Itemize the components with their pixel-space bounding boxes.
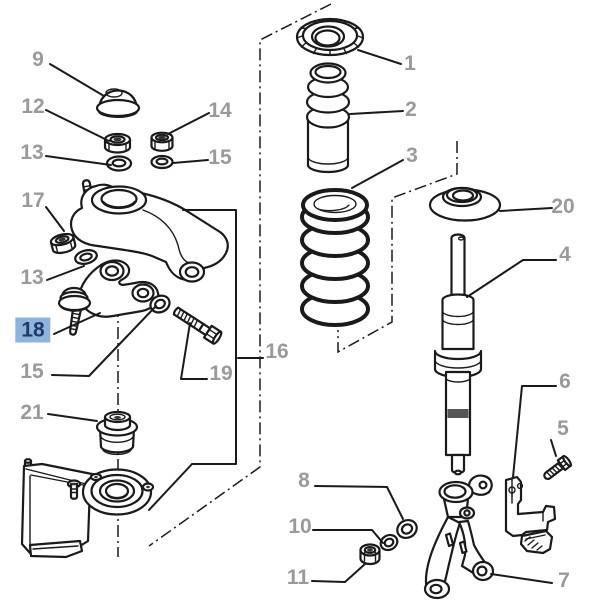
callout-18-highlighted[interactable]: 18 — [15, 317, 51, 343]
leader-3 — [351, 159, 404, 189]
leader-6 — [512, 385, 557, 478]
leader-12 — [45, 109, 110, 142]
leader-2 — [349, 110, 404, 115]
part-shock-absorber — [433, 233, 483, 476]
callout-20[interactable]: 20 — [551, 195, 575, 218]
part-nut-11 — [359, 543, 381, 566]
ball-joint-stud — [69, 307, 83, 336]
part-knuckle-fork — [423, 474, 495, 600]
part-spring-seat — [428, 186, 502, 222]
leader-15-upper — [172, 159, 209, 164]
part-lower-bracket — [20, 458, 155, 559]
part-washer-8 — [396, 518, 418, 540]
part-dust-boot — [305, 62, 351, 174]
callout-14[interactable]: 14 — [208, 99, 232, 122]
leader-4 — [466, 259, 557, 298]
callout-5[interactable]: 5 — [557, 417, 569, 440]
part-strut-mount — [69, 179, 229, 283]
part-control-arm — [57, 259, 160, 336]
callout-15-upper[interactable]: 15 — [208, 146, 232, 169]
leader-20 — [499, 207, 553, 212]
callout-15-lower[interactable]: 15 — [20, 360, 44, 383]
leader-10 — [312, 529, 384, 544]
part-rubber-cap — [95, 88, 141, 119]
leader-8 — [314, 485, 404, 520]
part-washer-13-upper — [105, 155, 133, 172]
part-bolt-19 — [172, 306, 223, 345]
leader-16-bracket — [148, 209, 237, 511]
leader-19 — [180, 322, 208, 380]
callout-13-lower[interactable]: 13 — [20, 266, 44, 289]
callout-6[interactable]: 6 — [559, 370, 571, 393]
leader-15-lower — [51, 305, 157, 377]
part-strut-bearing — [295, 17, 365, 57]
callout-16[interactable]: 16 — [265, 340, 289, 363]
leader-18 — [53, 312, 101, 335]
callout-17[interactable]: 17 — [21, 189, 45, 212]
leader-7 — [490, 573, 553, 584]
callout-1[interactable]: 1 — [404, 52, 416, 75]
callout-9[interactable]: 9 — [32, 48, 44, 71]
leader-13-upper — [45, 155, 112, 166]
leader-5 — [550, 439, 557, 457]
part-nut-14 — [150, 131, 174, 152]
callout-21[interactable]: 21 — [20, 401, 44, 424]
part-retaining-bracket — [504, 475, 557, 555]
leader-17 — [45, 206, 65, 232]
callout-13-upper[interactable]: 13 — [20, 141, 44, 164]
callout-19[interactable]: 19 — [209, 362, 233, 385]
leader-1 — [357, 49, 402, 65]
part-bushing-21 — [95, 410, 139, 456]
leader-14 — [167, 112, 210, 135]
part-washer-13-lower — [74, 249, 98, 265]
part-lock-washer-10 — [379, 533, 399, 552]
axis-lines — [117, 3, 458, 557]
part-washer-15-upper — [150, 154, 174, 170]
part-coil-spring — [300, 188, 370, 327]
callout-4[interactable]: 4 — [559, 243, 571, 266]
part-nut-12 — [103, 132, 132, 154]
part-nut-17 — [49, 232, 77, 255]
callout-2[interactable]: 2 — [405, 98, 417, 121]
callout-8[interactable]: 8 — [298, 469, 310, 492]
callout-3[interactable]: 3 — [406, 144, 418, 167]
callout-10[interactable]: 10 — [288, 515, 312, 538]
callout-11[interactable]: 11 — [286, 566, 310, 589]
part-bracket-bolt — [543, 454, 573, 481]
callout-7[interactable]: 7 — [558, 569, 570, 592]
leader-lines — [45, 49, 557, 584]
callout-12[interactable]: 12 — [21, 95, 45, 118]
leader-11 — [311, 563, 366, 583]
leader-13-lower — [46, 265, 85, 281]
leader-9 — [49, 63, 105, 97]
leader-21 — [47, 413, 98, 422]
